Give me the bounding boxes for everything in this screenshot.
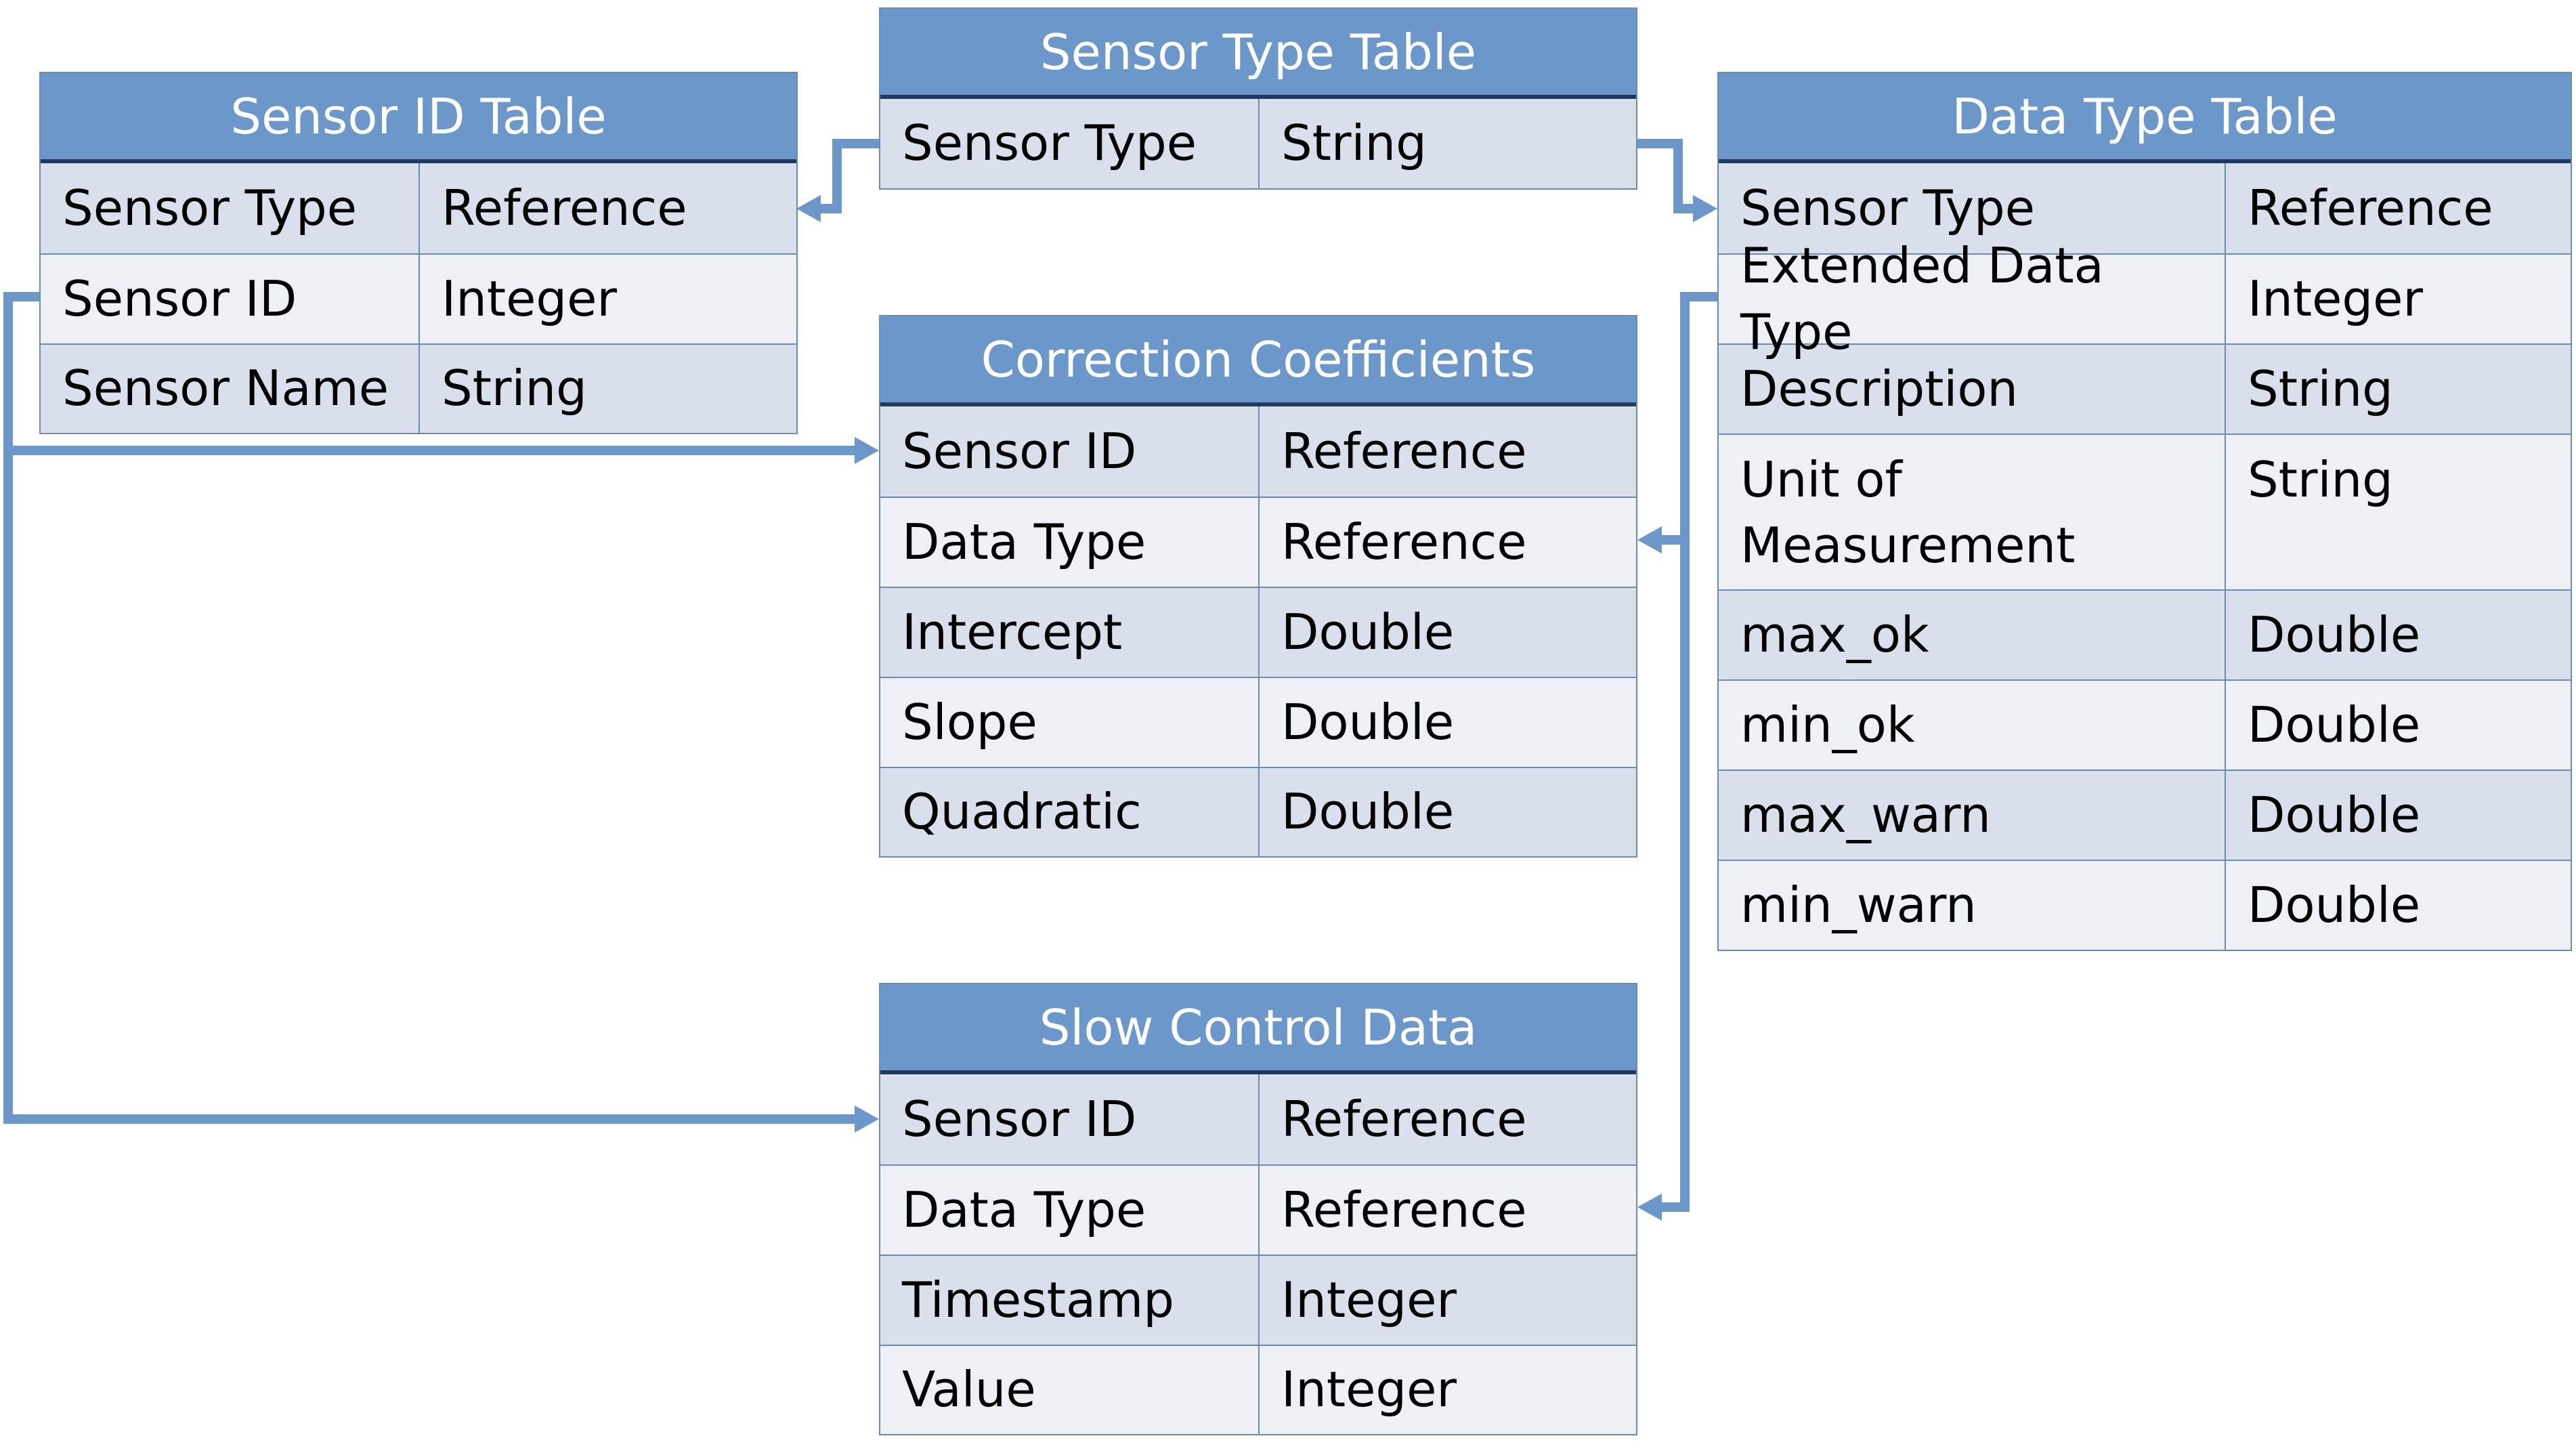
connector-arrowhead bbox=[1693, 195, 1717, 222]
table-row: Sensor Name String bbox=[41, 343, 796, 433]
field-name: Data Type bbox=[880, 1166, 1260, 1255]
field-type: Double bbox=[2248, 606, 2421, 663]
table-row: Unit of Measurement String bbox=[1719, 434, 2571, 589]
field-type: Reference bbox=[2248, 179, 2493, 236]
field-name: Description bbox=[1719, 345, 2226, 434]
field-type: Integer bbox=[1281, 1271, 1457, 1328]
table-row: Sensor ID Integer bbox=[41, 253, 796, 343]
connector-sensortype-to-datatype bbox=[1637, 139, 1696, 213]
field-type: Double bbox=[1281, 603, 1455, 660]
connector-arrowhead bbox=[1637, 1194, 1662, 1221]
field-name: Sensor Type bbox=[1719, 163, 2226, 253]
field-type: Double bbox=[2248, 696, 2421, 753]
field-type: Reference bbox=[442, 179, 687, 236]
field-name: Sensor Type bbox=[41, 163, 420, 253]
field-name: Sensor ID bbox=[880, 406, 1260, 497]
field-type: Integer bbox=[1281, 1361, 1457, 1418]
table-row: max_warn Double bbox=[1719, 770, 2571, 860]
field-name: Sensor ID bbox=[880, 1074, 1260, 1164]
table-row: Extended Data Type Integer bbox=[1719, 237, 2571, 360]
field-name: min_ok bbox=[1719, 681, 2226, 770]
field-name: Slope bbox=[880, 678, 1260, 767]
field-type: Integer bbox=[442, 270, 617, 327]
connector-arrowhead bbox=[796, 195, 821, 222]
table-row: Data Type Reference bbox=[880, 497, 1636, 587]
field-type: Integer bbox=[2248, 270, 2423, 327]
field-name: min_warn bbox=[1719, 861, 2226, 950]
connector-sensortype-to-sensorid bbox=[816, 139, 879, 213]
field-name: Data Type bbox=[880, 498, 1260, 587]
field-type: Reference bbox=[1281, 1181, 1527, 1238]
field-name: Value bbox=[880, 1346, 1260, 1434]
field-name: Extended Data Type bbox=[1719, 237, 2226, 360]
field-name: Sensor ID bbox=[41, 255, 420, 343]
connector-sensorid-trunk bbox=[3, 292, 860, 1124]
data-type-table: Data Type Table Sensor Type Reference Ex… bbox=[1717, 72, 2572, 951]
table-row: Sensor ID Reference bbox=[880, 406, 1636, 497]
table-title: Sensor ID Table bbox=[41, 73, 796, 163]
field-type: String bbox=[1281, 114, 1427, 172]
field-type: String bbox=[442, 360, 587, 417]
connector-arrowhead bbox=[855, 437, 879, 464]
correction-coefficients-table: Correction Coefficients Sensor ID Refere… bbox=[879, 315, 1637, 858]
table-title: Correction Coefficients bbox=[880, 316, 1636, 406]
field-name: Sensor Name bbox=[41, 345, 420, 433]
table-row: Quadratic Double bbox=[880, 767, 1636, 856]
table-title: Data Type Table bbox=[1719, 73, 2571, 163]
field-type: Double bbox=[1281, 693, 1455, 751]
field-type: Reference bbox=[1281, 1090, 1527, 1147]
table-row: Data Type Reference bbox=[880, 1164, 1636, 1255]
field-name: max_warn bbox=[1719, 771, 2226, 860]
field-type: Reference bbox=[1281, 513, 1527, 570]
table-row: Sensor Type Reference bbox=[41, 163, 796, 253]
field-type: String bbox=[2248, 360, 2393, 417]
table-title: Slow Control Data bbox=[880, 984, 1636, 1074]
sensor-id-table: Sensor ID Table Sensor Type Reference Se… bbox=[39, 72, 798, 434]
table-row: Slope Double bbox=[880, 677, 1636, 767]
field-name: Unit of Measurement bbox=[1719, 435, 2226, 589]
table-row: max_ok Double bbox=[1719, 589, 2571, 679]
sensor-type-table: Sensor Type Table Sensor Type String bbox=[879, 7, 1637, 190]
field-name: max_ok bbox=[1719, 591, 2226, 679]
table-row: Description String bbox=[1719, 343, 2571, 434]
table-row: Timestamp Integer bbox=[880, 1255, 1636, 1345]
table-row: Intercept Double bbox=[880, 587, 1636, 677]
connector-arrowhead bbox=[855, 1105, 879, 1133]
field-name: Quadratic bbox=[880, 768, 1260, 856]
field-type: String bbox=[2248, 451, 2393, 508]
connector-datatype-trunk bbox=[1658, 292, 1717, 1212]
field-type: Double bbox=[2248, 876, 2421, 933]
field-name: Intercept bbox=[880, 588, 1260, 677]
table-row: Sensor ID Reference bbox=[880, 1074, 1636, 1164]
table-row: Value Integer bbox=[880, 1345, 1636, 1434]
field-type: Reference bbox=[1281, 422, 1527, 480]
slow-control-data-table: Slow Control Data Sensor ID Reference Da… bbox=[879, 983, 1637, 1435]
table-row: min_warn Double bbox=[1719, 860, 2571, 950]
field-name: Sensor Type bbox=[880, 99, 1260, 188]
table-row: Sensor Type Reference bbox=[1719, 163, 2571, 253]
field-name: Timestamp bbox=[880, 1256, 1260, 1345]
field-type: Double bbox=[1281, 783, 1455, 841]
table-row: Sensor Type String bbox=[880, 99, 1636, 188]
table-title: Sensor Type Table bbox=[880, 9, 1636, 99]
connector-arrowhead bbox=[1637, 526, 1662, 553]
field-type: Double bbox=[2248, 786, 2421, 843]
table-row: min_ok Double bbox=[1719, 679, 2571, 770]
